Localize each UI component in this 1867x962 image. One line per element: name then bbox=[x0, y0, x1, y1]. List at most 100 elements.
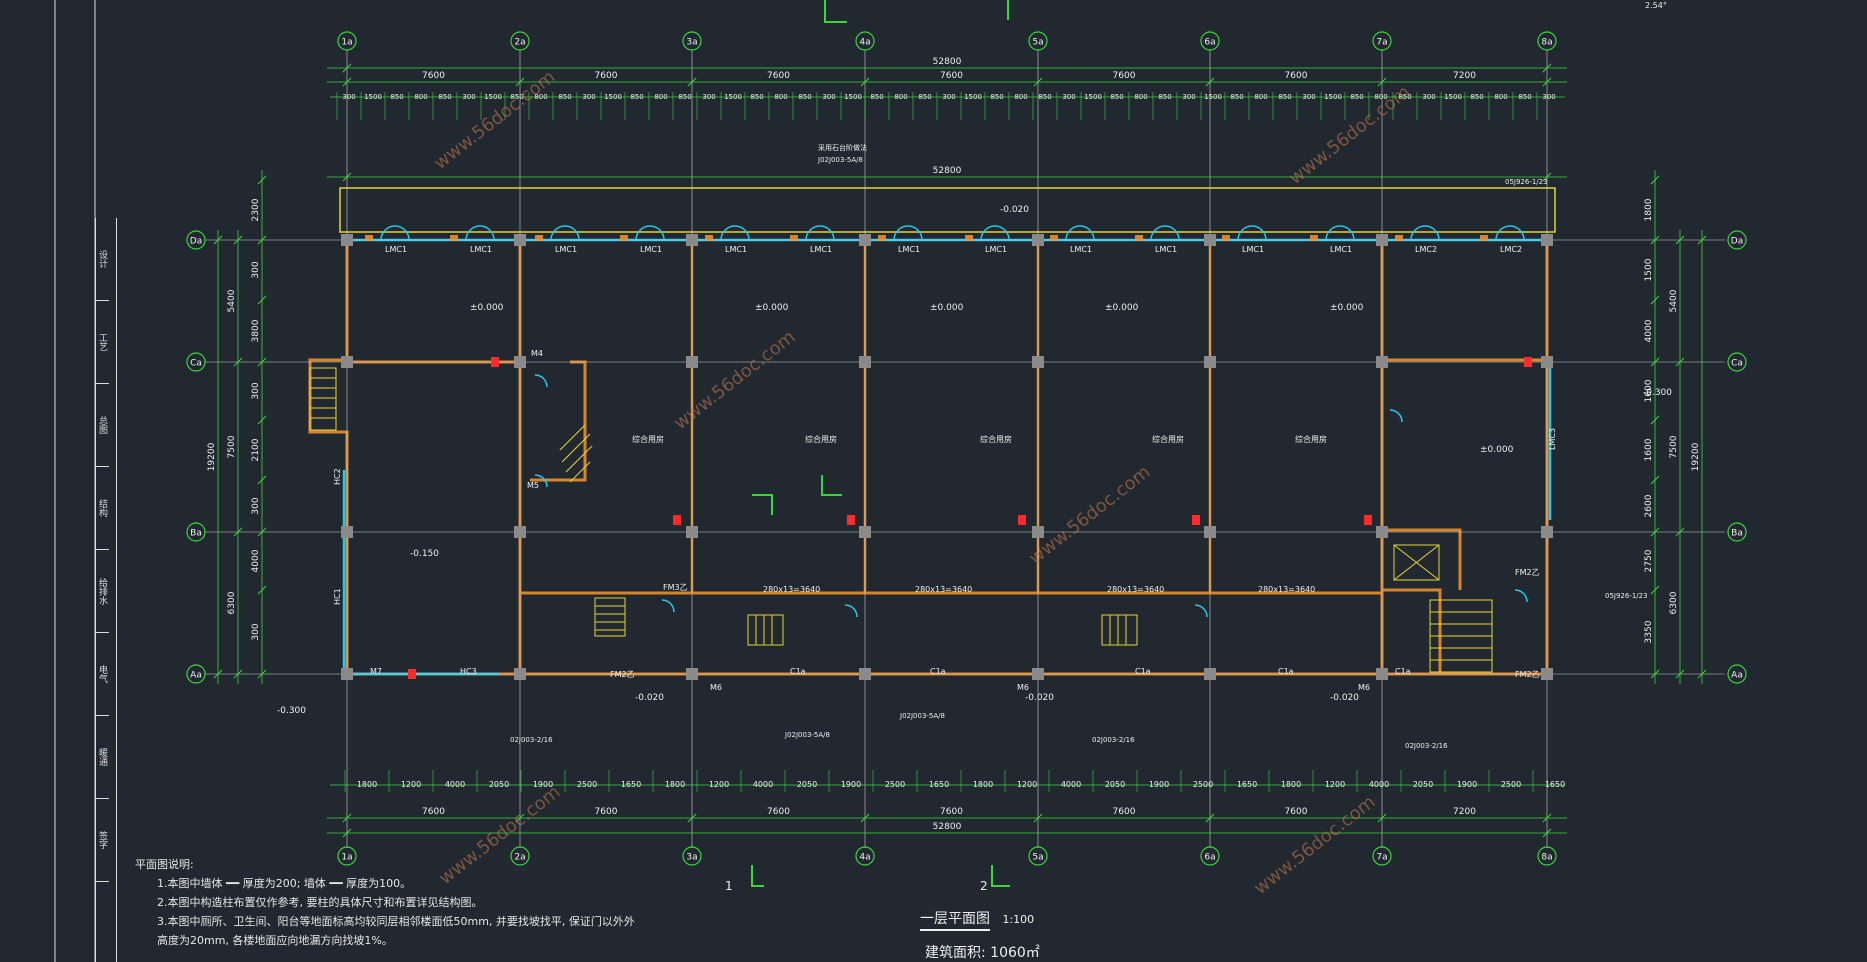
door-swing bbox=[893, 225, 923, 241]
structural-column bbox=[1541, 356, 1553, 368]
door-swing bbox=[534, 374, 548, 388]
dim-tick bbox=[342, 63, 352, 73]
svg-text:C1a: C1a bbox=[1395, 667, 1411, 676]
dim-text: 800 bbox=[1014, 93, 1027, 101]
dim-text: 4000 bbox=[1644, 319, 1654, 342]
dim-text: 850 bbox=[1470, 93, 1483, 101]
svg-text:HC3: HC3 bbox=[460, 667, 477, 676]
svg-text:±0.000: ±0.000 bbox=[755, 303, 789, 313]
door-swing bbox=[1514, 589, 1528, 603]
svg-text:±0.000: ±0.000 bbox=[1105, 303, 1139, 313]
dim-text: 1800 bbox=[1644, 198, 1654, 221]
window-label: LMC1 bbox=[555, 245, 577, 254]
window-frame bbox=[1135, 235, 1143, 241]
dim-tick bbox=[1697, 235, 1707, 245]
svg-text:1a: 1a bbox=[341, 853, 352, 863]
dim-tick bbox=[1650, 585, 1660, 595]
axis-bubble-5a: 5a bbox=[1028, 31, 1048, 51]
svg-text:Aa: Aa bbox=[190, 671, 202, 681]
dim-text: 5400 bbox=[227, 289, 237, 312]
dim-tick bbox=[257, 669, 267, 679]
axis-bubble-7a: 7a bbox=[1372, 846, 1392, 866]
svg-text:02J003-2/16: 02J003-2/16 bbox=[1405, 742, 1448, 750]
svg-text:2a: 2a bbox=[514, 38, 525, 48]
svg-text:J02J003-5A/8: J02J003-5A/8 bbox=[817, 156, 863, 164]
dim-text: 1500 bbox=[1324, 93, 1342, 101]
dim-text: 850 bbox=[558, 93, 571, 101]
axis-bubble-3a: 3a bbox=[682, 846, 702, 866]
door-labels: M4 M5 M6 M6 M6 FM3乙 FM2乙 FM2乙 FM2乙 M7 C1… bbox=[333, 349, 1557, 692]
axis-bubble-2a: 2a bbox=[510, 846, 530, 866]
svg-text:5a: 5a bbox=[1032, 38, 1043, 48]
note-line: 1.本图中墙体 ━━ 厚度为200; 墙体 ━━ 厚度为100。 bbox=[157, 877, 412, 890]
dim-text: 300 bbox=[251, 261, 261, 278]
dim-tick bbox=[342, 172, 352, 182]
dim-text: 2500 bbox=[577, 780, 597, 789]
window-label: LMC1 bbox=[985, 245, 1007, 254]
structural-column bbox=[341, 356, 353, 368]
dim-text: 1200 bbox=[401, 780, 421, 789]
dim-text: 2050 bbox=[1413, 780, 1433, 789]
window-frame bbox=[1050, 235, 1058, 241]
window-frame bbox=[1222, 235, 1230, 241]
dim-text: 1650 bbox=[1545, 780, 1565, 789]
side-label: 总图 bbox=[96, 384, 109, 467]
dim-text: 850 bbox=[750, 93, 763, 101]
door-swing bbox=[1237, 225, 1267, 241]
dim-tick bbox=[257, 295, 267, 305]
svg-text:Da: Da bbox=[1731, 237, 1743, 247]
dim-tick bbox=[1675, 527, 1685, 537]
svg-text:7a: 7a bbox=[1376, 853, 1387, 863]
dim-text: 300 bbox=[251, 623, 261, 640]
stairs bbox=[309, 367, 1493, 673]
window-label: LMC1 bbox=[810, 245, 832, 254]
door-swing bbox=[534, 474, 548, 488]
elevation-marks: ±0.000 ±0.000 ±0.000 ±0.000 ±0.000 ±0.00… bbox=[277, 205, 1672, 716]
title-block-side-strip: 设计 工艺 总图 结构 给排水 电气 暖通 签字 bbox=[95, 218, 117, 962]
dim-text: 1500 bbox=[364, 93, 382, 101]
side-label: 结构 bbox=[96, 467, 109, 550]
dim-text: 300 bbox=[251, 382, 261, 399]
structural-column bbox=[1376, 526, 1388, 538]
svg-text:6a: 6a bbox=[1204, 38, 1215, 48]
dim-tick bbox=[860, 77, 870, 87]
drawing-title: 一层平面图 1:100 bbox=[920, 908, 1034, 931]
side-label: 工艺 bbox=[96, 301, 109, 384]
dim-tick bbox=[257, 585, 267, 595]
svg-text:±0.000: ±0.000 bbox=[1480, 445, 1514, 455]
side-label: 暖通 bbox=[96, 716, 109, 799]
dim-text: 1500 bbox=[1444, 93, 1462, 101]
svg-text:05J926-1/23: 05J926-1/23 bbox=[1505, 178, 1548, 186]
axis-bubble-Ba: Ba bbox=[1727, 522, 1747, 542]
svg-text:www.56doc.com: www.56doc.com bbox=[430, 66, 559, 173]
dim-tick bbox=[1377, 813, 1387, 823]
dim-tick bbox=[1650, 527, 1660, 537]
svg-text:-0.150: -0.150 bbox=[410, 549, 439, 559]
structural-column bbox=[1204, 668, 1216, 680]
structural-column bbox=[514, 356, 526, 368]
dim-text: 850 bbox=[390, 93, 403, 101]
structural-column bbox=[341, 234, 353, 246]
structural-column bbox=[686, 526, 698, 538]
dim-tick bbox=[1205, 813, 1215, 823]
dim-text: 2500 bbox=[1501, 780, 1521, 789]
dim-text: 7600 bbox=[940, 807, 963, 817]
structural-column bbox=[1376, 668, 1388, 680]
dim-tick bbox=[342, 813, 352, 823]
window-frame bbox=[790, 235, 798, 241]
dim-tick bbox=[1650, 175, 1660, 185]
window-label: LMC1 bbox=[898, 245, 920, 254]
dim-text: 1500 bbox=[1644, 258, 1654, 281]
svg-text:280x13=3640: 280x13=3640 bbox=[1107, 585, 1164, 594]
notes-title: 平面图说明: bbox=[135, 858, 194, 871]
structural-column bbox=[1032, 234, 1044, 246]
dim-text: 850 bbox=[510, 93, 523, 101]
dim-tick bbox=[1542, 172, 1552, 182]
dim-tick bbox=[1542, 77, 1552, 87]
structural-column bbox=[1541, 526, 1553, 538]
svg-text:02J003-2/16: 02J003-2/16 bbox=[510, 736, 553, 744]
svg-text:02J003-2/16: 02J003-2/16 bbox=[1092, 736, 1135, 744]
